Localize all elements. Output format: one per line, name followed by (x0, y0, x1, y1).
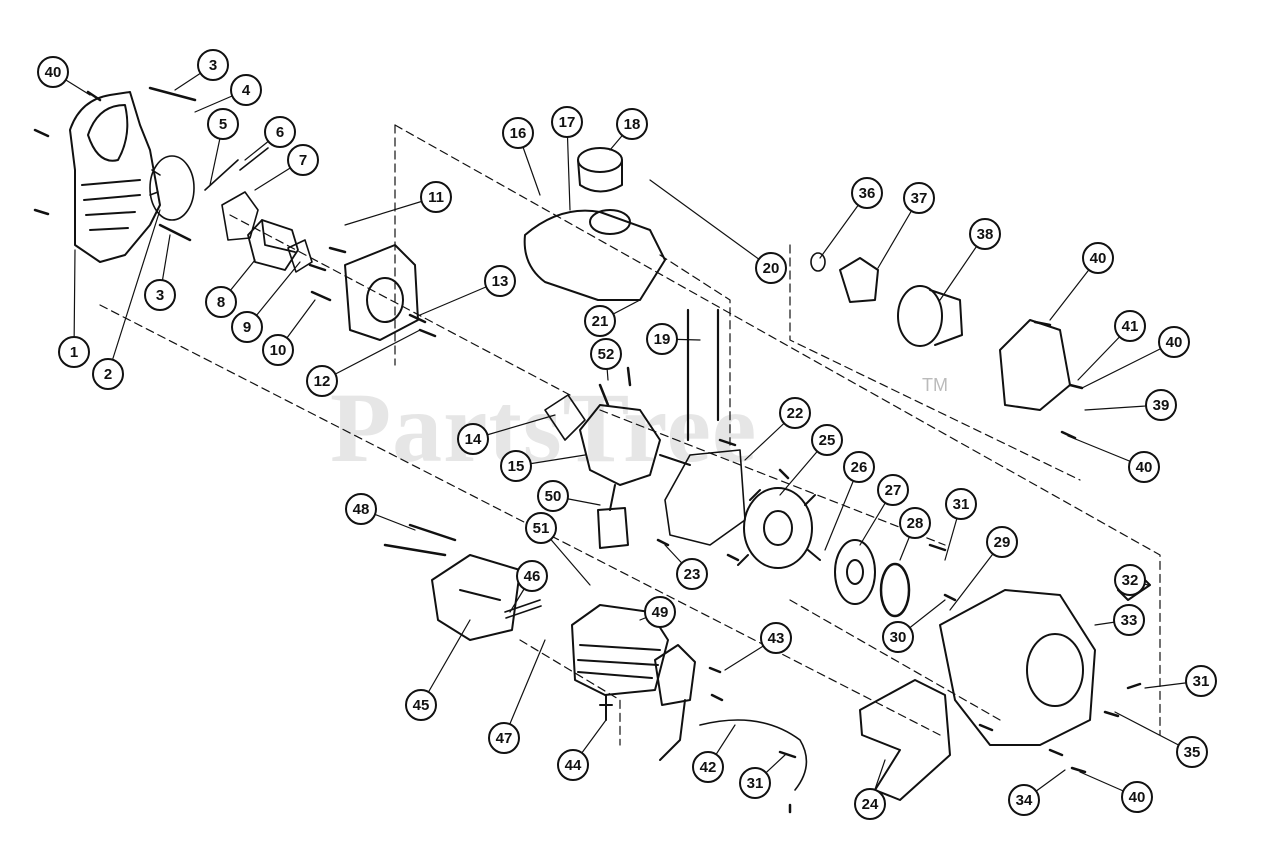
callout-leader (649, 179, 772, 269)
part-callout: 2 (92, 358, 124, 390)
part-callout: 30 (882, 621, 914, 653)
handle-bracket (859, 679, 951, 801)
assembly-dashed-lines (99, 124, 1161, 746)
part-callout: 3 (144, 279, 176, 311)
part-callout: 28 (899, 507, 931, 539)
carburetor (247, 219, 299, 271)
fuel-tank (523, 209, 666, 301)
part-callout: 11 (420, 181, 452, 213)
trademark-mark: TM (922, 375, 948, 395)
part-callout: 26 (843, 451, 875, 483)
callout-leader (1081, 341, 1175, 389)
air-filter-cover (69, 91, 161, 263)
part-callout: 14 (457, 423, 489, 455)
part-callout: 16 (502, 117, 534, 149)
carburetor-adapter (344, 244, 419, 341)
part-callout: 49 (644, 596, 676, 628)
part-callout: 13 (484, 265, 516, 297)
part-callout: 42 (692, 751, 724, 783)
part-callout: 5 (207, 108, 239, 140)
ignition-wire (699, 719, 808, 791)
part-callout: 41 (1114, 310, 1146, 342)
part-callout: 33 (1113, 604, 1145, 636)
part-callout: 50 (537, 480, 569, 512)
part-callout: 8 (205, 286, 237, 318)
part-callout: 47 (488, 722, 520, 754)
part-callout: 23 (676, 558, 708, 590)
part-callout: 17 (551, 106, 583, 138)
part-callout: 44 (557, 749, 589, 781)
callout-leader (503, 639, 546, 739)
part-callout: 12 (306, 365, 338, 397)
starter-pulley (834, 539, 876, 605)
part-callout: 36 (851, 177, 883, 209)
part-callout: 3 (197, 49, 229, 81)
part-callout: 31 (945, 488, 977, 520)
part-callout: 45 (405, 689, 437, 721)
part-callout: 40 (1082, 242, 1114, 274)
part-callout: 21 (584, 305, 616, 337)
part-callout: 46 (516, 560, 548, 592)
part-callout: 34 (1008, 784, 1040, 816)
drive-rod (686, 308, 720, 442)
callout-leader (321, 329, 421, 382)
flywheel (737, 487, 821, 569)
crankcase (579, 404, 691, 486)
part-callout: 32 (1114, 564, 1146, 596)
part-callout: 40 (1158, 326, 1190, 358)
part-callout: 15 (500, 450, 532, 482)
part-callout: 10 (262, 334, 294, 366)
part-callout: 40 (1121, 781, 1153, 813)
part-callout: 35 (1176, 736, 1208, 768)
ignition-housing (664, 449, 746, 546)
screws (33, 86, 1142, 814)
part-callout: 9 (231, 311, 263, 343)
part-callout: 52 (590, 338, 622, 370)
callout-leader (107, 209, 161, 375)
carburetor-gasket (287, 239, 313, 273)
part-callout: 25 (811, 424, 843, 456)
part-callout: 31 (739, 767, 771, 799)
part-callout: 27 (877, 474, 909, 506)
part-callout: 29 (986, 526, 1018, 558)
throttle-link (204, 147, 269, 191)
callout-leader (73, 249, 76, 353)
part-callout: 6 (264, 116, 296, 148)
part-callout: 43 (760, 622, 792, 654)
part-callout: 19 (646, 323, 678, 355)
part-callout: 1 (58, 336, 90, 368)
part-callout: 24 (854, 788, 886, 820)
part-callout: 18 (616, 108, 648, 140)
part-callout: 40 (37, 56, 69, 88)
part-callout: 22 (779, 397, 811, 429)
starter-housing (939, 589, 1096, 746)
fuel-cap (577, 147, 623, 193)
air-filter (149, 155, 195, 221)
part-callout: 48 (345, 493, 377, 525)
part-callout: 40 (1128, 451, 1160, 483)
part-callout: 38 (969, 218, 1001, 250)
part-callout: 7 (287, 144, 319, 176)
part-callout: 39 (1145, 389, 1177, 421)
spark-arrestor (504, 599, 542, 619)
clutch-shoe (839, 257, 879, 303)
crankcase-gasket (544, 394, 586, 441)
part-callout: 4 (230, 74, 262, 106)
clutch-drum (897, 285, 963, 347)
rewind-spring (879, 562, 911, 618)
cylinder (571, 604, 669, 696)
piston (597, 484, 629, 549)
primer-plate (221, 191, 259, 241)
spark-plug (599, 694, 613, 721)
part-callout: 37 (903, 182, 935, 214)
part-callout: 51 (525, 512, 557, 544)
ignition-coil (654, 644, 696, 761)
part-callout: 31 (1185, 665, 1217, 697)
washer (810, 252, 826, 272)
muffler (431, 554, 521, 641)
part-callout: 20 (755, 252, 787, 284)
clutch-housing (999, 319, 1071, 411)
